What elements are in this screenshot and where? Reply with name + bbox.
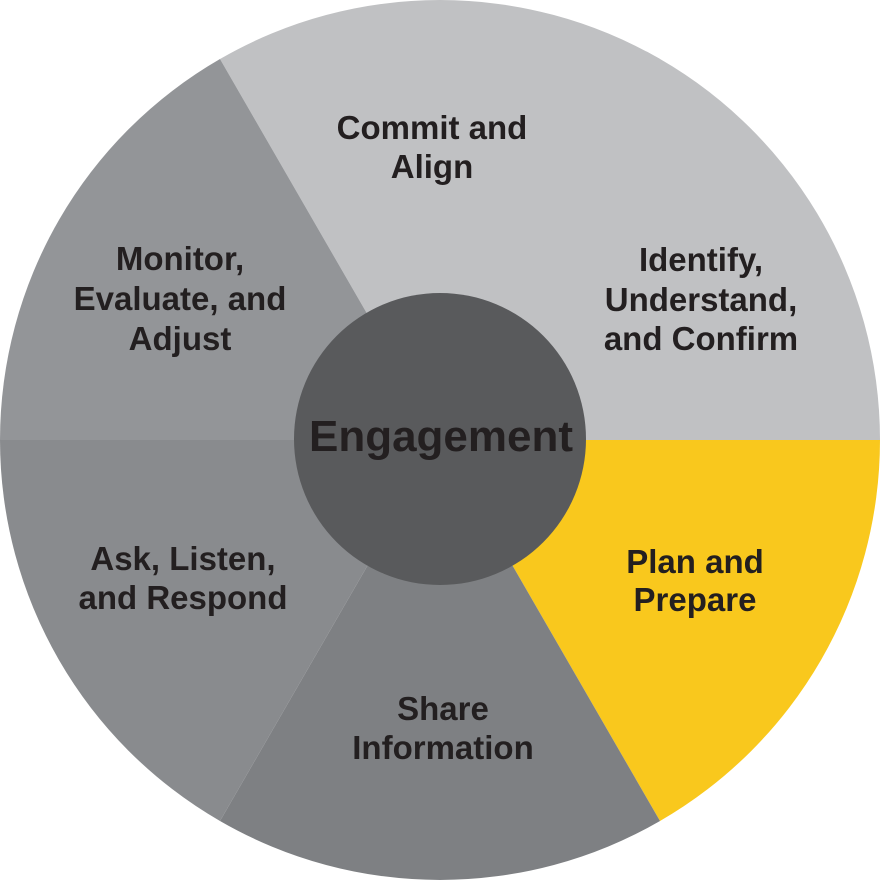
segment-label-line: Prepare — [634, 581, 757, 618]
segment-label-line: Information — [352, 729, 533, 766]
segment-label-commit-and-align: Commit and Align — [337, 109, 528, 185]
segment-label-plan-and-prepare: Plan and Prepare — [626, 543, 764, 618]
center-label: Engagement — [309, 412, 573, 461]
segment-label-line: Share — [397, 690, 489, 727]
segment-share-information — [220, 440, 660, 880]
segment-label-line: Commit and — [337, 109, 528, 146]
segment-label-ask-listen-and-respond: Ask, Listen, and Respond — [78, 540, 287, 616]
segment-label-share-information: Share Information — [352, 690, 533, 766]
segment-label-line: Identify, — [639, 241, 763, 278]
center-circle — [294, 293, 586, 585]
segment-label-monitor-evaluate-and-adjust: Monitor, Evaluate, and Adjust — [74, 240, 287, 357]
segment-label-line: Ask, Listen, — [90, 540, 275, 577]
segment-label-line: Adjust — [129, 320, 232, 357]
segment-ask-listen-and-respond — [0, 440, 440, 821]
segment-label-line: Monitor, — [116, 240, 244, 277]
segment-label-line: and Respond — [78, 579, 287, 616]
segment-plan-and-prepare — [440, 440, 880, 821]
segment-label-line: Understand, — [605, 281, 798, 318]
segment-label-line: Plan and — [626, 543, 764, 580]
segment-identify-understand-and-confirm — [440, 51, 880, 440]
segment-label-identify-understand-and-confirm: Identify, Understand, and Confirm — [604, 241, 798, 357]
segment-commit-and-align — [220, 0, 660, 441]
segment-label-line: Evaluate, and — [74, 280, 287, 317]
segment-label-line: and Confirm — [604, 320, 798, 357]
segment-label-line: Align — [391, 148, 473, 185]
